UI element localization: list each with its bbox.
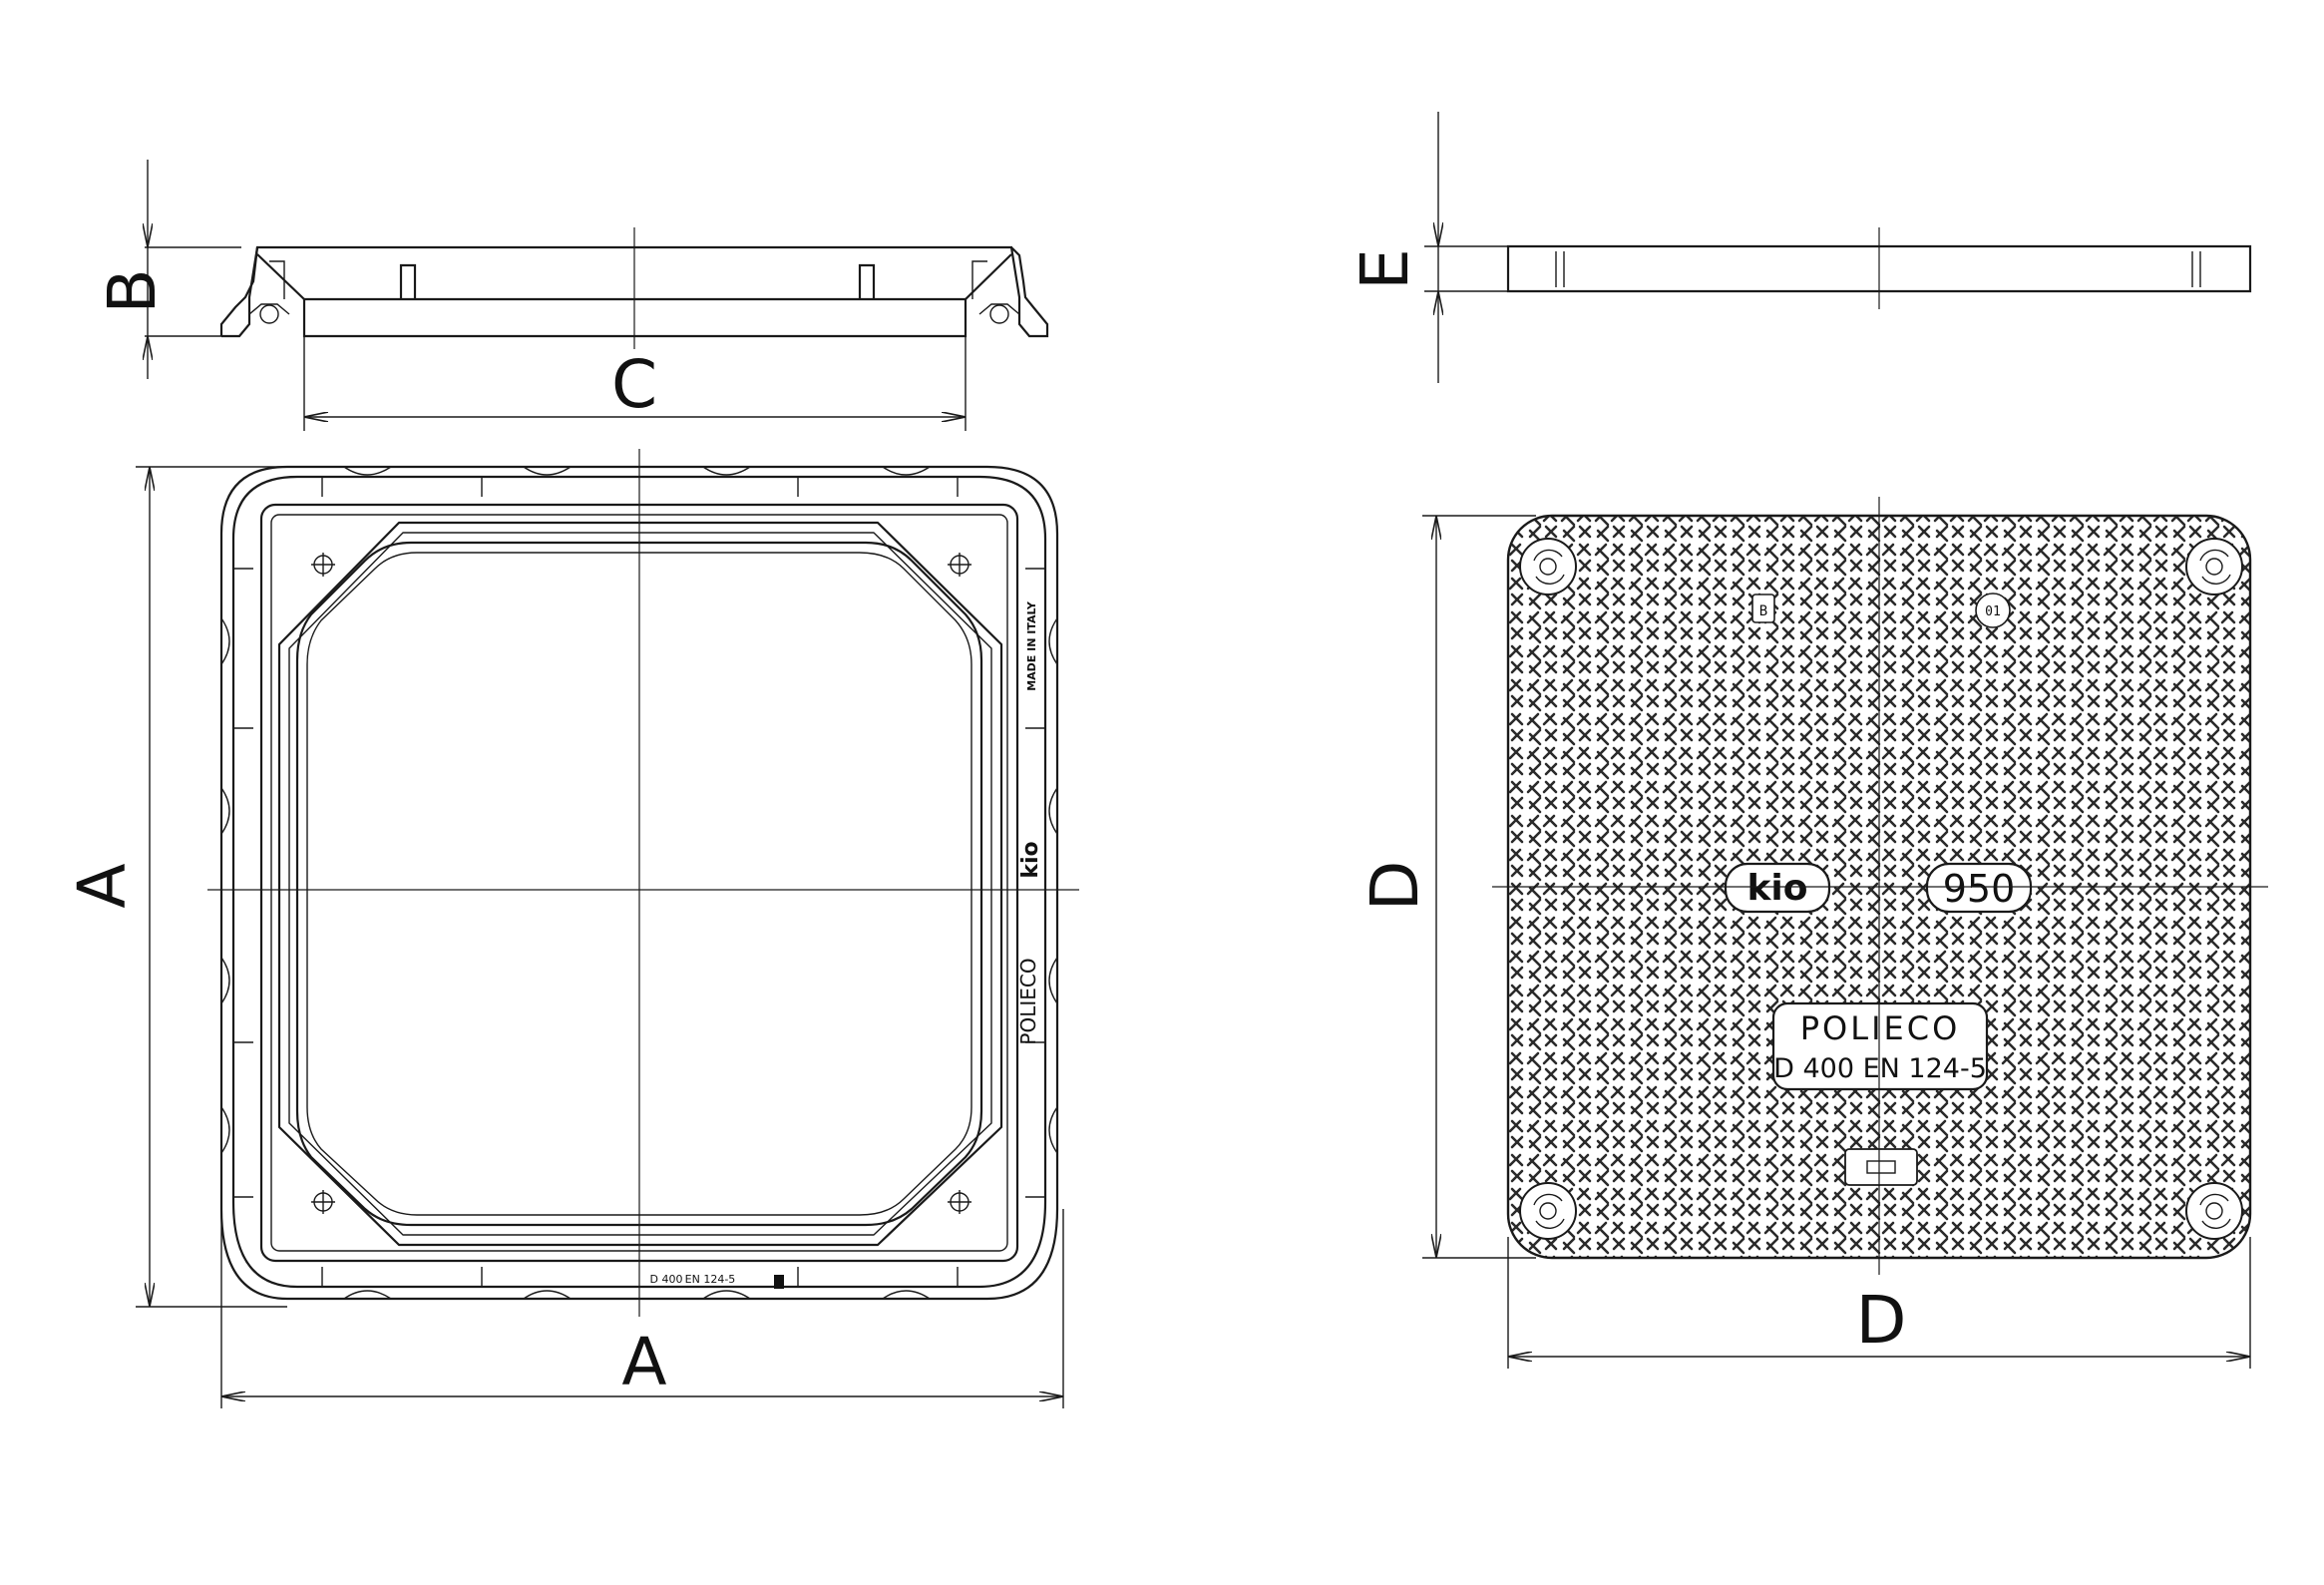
dimension-a-vertical-label: A: [64, 863, 141, 908]
frame-ribs: [233, 477, 1045, 1287]
frame-date-stamp: [774, 1275, 784, 1289]
cover-small-code-badge: B: [1751, 594, 1775, 623]
dimension-d-vertical-label: D: [1356, 861, 1433, 912]
frame-kio-logo-text: kio: [1018, 841, 1043, 878]
cover-size-plate: 950: [1925, 862, 2033, 914]
frame-plan-view: MADE IN ITALY kio POLIECO D 400 EN 124-5…: [64, 449, 1079, 1408]
svg-text:B: B: [1759, 603, 1767, 619]
frame-polieco-text: POLIECO: [1016, 958, 1040, 1044]
svg-text:01: 01: [1985, 604, 2001, 619]
cover-lifting-slot: [1844, 1148, 1918, 1186]
cover-brand-plate: POLIECO D 400 EN 124-5: [1771, 1001, 1989, 1091]
frame-section-view: B C: [94, 160, 1049, 431]
cover-date-code-badge: 01: [1975, 593, 2011, 628]
cover-kio-logo-plate: kio: [1724, 862, 1831, 914]
cover-class-text: D 400 EN 124-5: [1773, 1053, 1987, 1084]
cover-brand-text: POLIECO: [1800, 1009, 1961, 1047]
dimension-d-horizontal-label: D: [1856, 1282, 1907, 1359]
dimension-a-horizontal-label: A: [621, 1324, 666, 1400]
frame-made-in-italy-text: MADE IN ITALY: [1025, 600, 1038, 691]
frame-load-class-text: D 400: [650, 1273, 683, 1286]
dimension-e-label: E: [1347, 248, 1423, 290]
svg-text:950: 950: [1943, 867, 2016, 911]
dimension-b-label: B: [94, 268, 171, 313]
frame-scallop-notches: [220, 466, 1058, 1300]
svg-text:kio: kio: [1746, 868, 1807, 909]
dimension-c-label: C: [611, 346, 657, 423]
frame-corner-bolts: [311, 553, 971, 1214]
frame-standard-text: EN 124-5: [685, 1273, 736, 1286]
cover-keyholes: [1519, 538, 2243, 1240]
cover-plan-view: B 01 kio 950 POLIECO D 400 EN 124-5 D: [1356, 497, 2268, 1369]
cover-section-view: E: [1347, 112, 2252, 383]
